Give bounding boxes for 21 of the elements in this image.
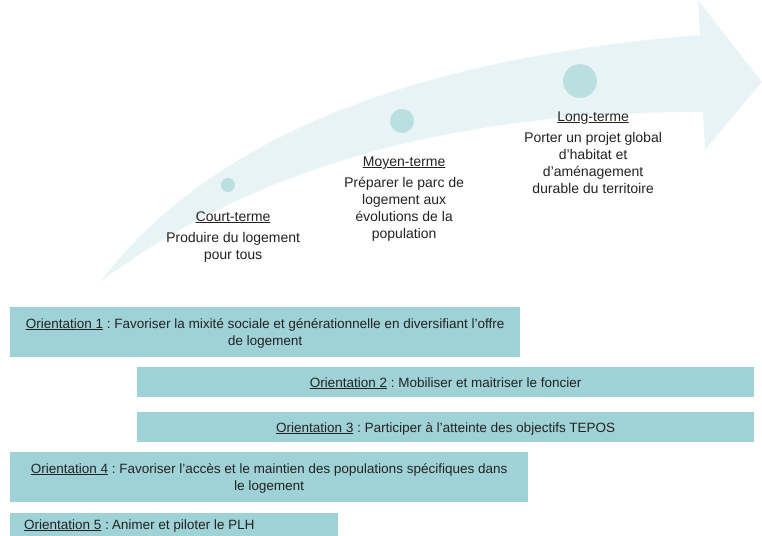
orientation-text: : Animer et piloter le PLH (105, 517, 254, 532)
orientation-bar (137, 412, 754, 442)
orientation-bar (137, 367, 754, 397)
orientation-number: Orientation 3 (276, 420, 354, 434)
term-description: Produire du logement pour tous (165, 229, 301, 263)
orientation-number: Orientation 1 (26, 316, 104, 331)
term-description: Préparer le parc de logement aux évolutions de la population (343, 174, 465, 242)
orientation-bar (10, 452, 528, 502)
term-description: Porter un projet global d’habitat et d’aménagement durable du territoire (523, 129, 663, 197)
orientation-text: : Favoriser l’accès et le maintien des populations spécifiques dans le logement (112, 461, 508, 493)
orientation-number: Orientation 4 (30, 461, 108, 476)
term-heading: Long-terme (556, 108, 630, 125)
orientation-bar (10, 307, 520, 357)
term-heading: Court-terme (194, 208, 272, 225)
term-heading: Moyen-terme (362, 153, 446, 170)
orientation-bar (10, 513, 338, 536)
orientation-number: Orientation 5 (24, 517, 102, 532)
orientation-text: : Participer à l’atteinte des objectifs TEPOS (357, 420, 615, 434)
orientation-number: Orientation 2 (310, 374, 387, 390)
orientation-text: : Mobiliser et maitriser le foncier (390, 374, 582, 390)
orientation-text: : Favoriser la mixité sociale et générationnelle en diversifiant l’offre de logement (106, 316, 504, 348)
